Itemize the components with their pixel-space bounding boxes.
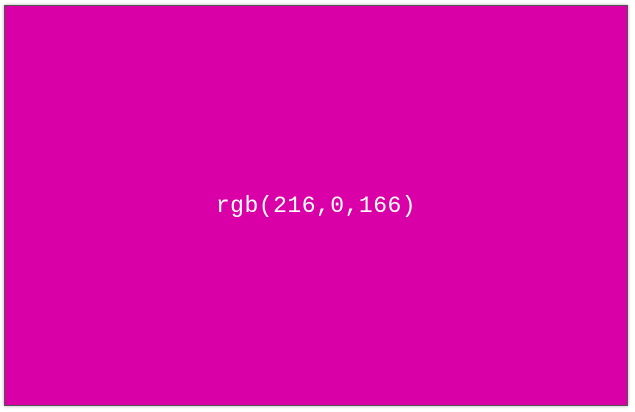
color-swatch: rgb(216,0,166) bbox=[4, 5, 628, 406]
color-value-label: rgb(216,0,166) bbox=[215, 192, 417, 219]
